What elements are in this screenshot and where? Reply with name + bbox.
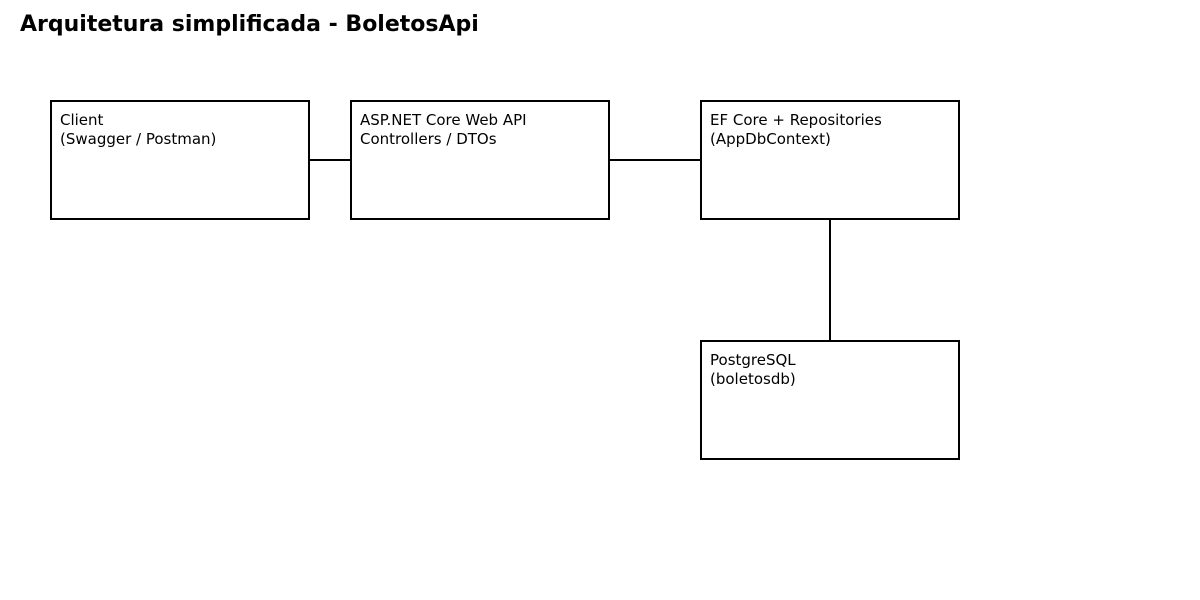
node-postgresql-detail: (boletosdb): [710, 370, 796, 388]
node-client-name: Client: [60, 111, 104, 129]
node-client-detail: (Swagger / Postman): [60, 130, 217, 148]
node-postgresql: PostgreSQL (boletosdb): [700, 340, 960, 460]
diagram-title: Arquitetura simplificada - BoletosApi: [20, 12, 479, 37]
node-api-detail: Controllers / DTOs: [360, 130, 497, 148]
node-client: Client (Swagger / Postman): [50, 100, 310, 220]
node-api-name: ASP.NET Core Web API: [360, 111, 527, 129]
edge-client-api: [310, 159, 350, 161]
node-ef-core-name: EF Core + Repositories: [710, 111, 882, 129]
node-api: ASP.NET Core Web API Controllers / DTOs: [350, 100, 610, 220]
edge-api-ef: [610, 159, 700, 161]
node-ef-core-detail: (AppDbContext): [710, 130, 831, 148]
node-ef-core: EF Core + Repositories (AppDbContext): [700, 100, 960, 220]
node-postgresql-name: PostgreSQL: [710, 351, 796, 369]
edge-ef-postgres: [829, 220, 831, 340]
